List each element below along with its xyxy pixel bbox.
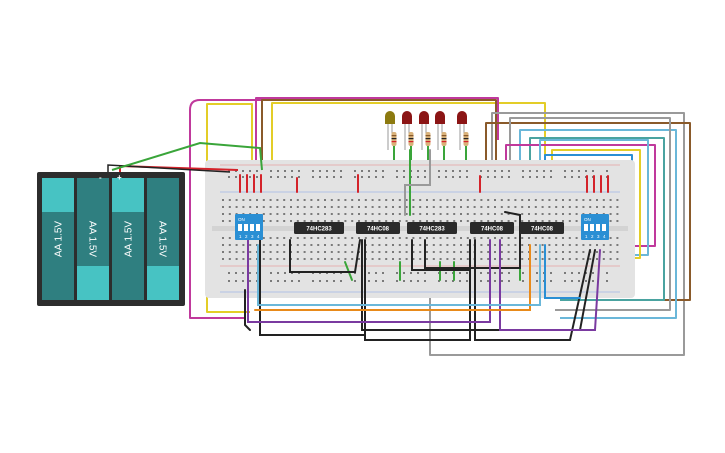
battery-cell: AA 1.5V [147,178,179,300]
dip-pin-label: 1 [585,234,588,239]
battery-pack[interactable]: AA 1.5V AA 1.5V AA 1.5V AA 1.5V - + [37,141,263,306]
wire-lightblue-right[interactable] [519,129,677,319]
wire-orange[interactable] [254,244,531,311]
chip-74hc283-a[interactable]: 74HC283 [294,222,344,234]
resistor[interactable] [441,132,447,160]
wires-board [239,149,609,341]
dip-pin-label: 2 [245,234,248,239]
chip-label: 74HC08 [481,227,504,233]
wire-black-7[interactable] [259,239,366,336]
wire-yellow-outer[interactable] [271,102,546,178]
led-array [385,111,469,160]
wire-brown-top[interactable] [261,99,497,178]
battery-cell: AA 1.5V [112,178,144,300]
battery-wire-green[interactable] [111,141,263,171]
battery-wire-black[interactable] [107,164,231,173]
dip-pin-label: 2 [591,234,594,239]
dip-switch-left[interactable]: ON 1 2 3 4 [235,214,263,240]
wire-black-6[interactable] [474,239,591,341]
ic-chips: 74HC283 74HC08 74HC283 74HC08 74HC08 [294,222,564,234]
dip-pin-label: 3 [251,234,254,239]
breadboard-holes [222,170,619,282]
wire-magenta-right[interactable] [505,144,656,247]
wire-blue-board[interactable] [544,244,581,299]
wire-magenta-outer[interactable] [189,99,263,319]
battery-cell: AA 1.5V [77,178,109,300]
wire-black-3[interactable] [411,239,471,271]
wire-black-5[interactable] [361,239,596,331]
dip-pin-label: 1 [239,234,242,239]
wire-black-4[interactable] [424,211,521,269]
dip-switch-right[interactable]: ON 1 2 3 4 [581,214,609,240]
resistor[interactable] [425,132,431,160]
dip-on-label: ON [238,217,245,222]
chip-74hc283-b[interactable]: 74HC283 [407,222,457,234]
dip-on-label: ON [584,217,591,222]
led[interactable] [385,111,395,150]
chip-74hc08-a[interactable]: 74HC08 [356,222,400,234]
wire-gray-board[interactable] [404,149,431,216]
chip-74hc08-b[interactable]: 74HC08 [470,222,514,234]
wire-black-1[interactable] [289,239,361,273]
dip-pin-label: 3 [597,234,600,239]
chip-label: 74HC283 [419,227,445,233]
chip-label: 74HC08 [367,227,390,233]
battery-cell-label: AA 1.5V [157,221,168,257]
resistor[interactable] [408,132,414,160]
wire-teal-right[interactable] [529,137,665,301]
wire-lightblue-board[interactable] [257,244,541,306]
wire-black-2[interactable] [364,239,471,341]
led[interactable] [457,111,467,150]
chip-label: 74HC08 [531,227,554,233]
resistor[interactable] [391,132,397,160]
wire-gray-right-2[interactable] [509,117,671,311]
led[interactable] [435,111,445,150]
wire-yellow-left[interactable] [206,103,253,313]
wire-purple-2[interactable] [499,239,601,331]
battery-cell: AA 1.5V [42,178,74,300]
dip-pin-label: 4 [257,234,260,239]
chip-label: 74HC283 [306,227,332,233]
wire-black-left[interactable] [244,289,251,331]
battery-cell-label: AA 1.5V [87,221,98,257]
battery-plus-sign: + [117,173,122,182]
battery-minus-sign: - [99,173,102,182]
battery-cell-label: AA 1.5V [124,221,135,257]
resistor[interactable] [463,132,469,160]
wire-magenta-top[interactable] [255,97,499,178]
chip-74hc08-c[interactable]: 74HC08 [520,222,564,234]
wire-purple-1[interactable] [247,239,491,323]
dip-pin-label: 4 [603,234,606,239]
battery-cell-label: AA 1.5V [54,221,65,257]
